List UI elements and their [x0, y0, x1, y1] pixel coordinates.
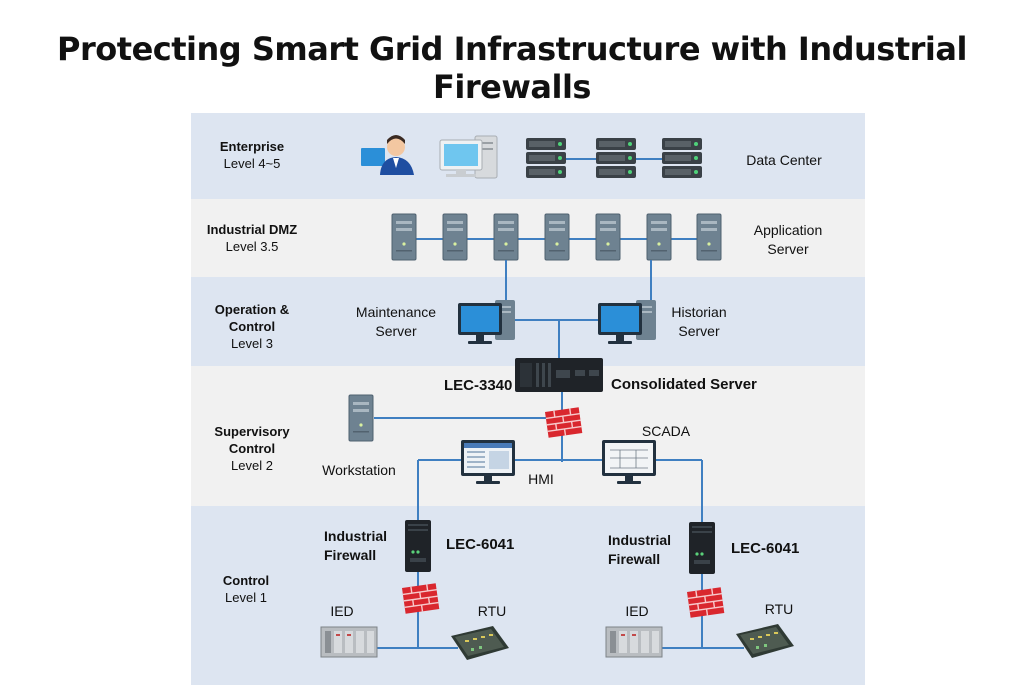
supervisory-firewall-icon: [544, 406, 583, 439]
level-name: Enterprise: [219, 139, 285, 154]
hmi-label: HMI: [528, 471, 554, 487]
ied-left-icon: [320, 626, 378, 658]
lec-6041-left-device: [405, 520, 431, 572]
label-line: Server: [678, 323, 720, 339]
workstation-label: Workstation: [322, 462, 396, 478]
control-firewall-left-icon: [401, 582, 440, 615]
level-number: Level 3.5: [225, 239, 279, 254]
level-name: Operation &: [214, 302, 290, 317]
ied-right-icon: [605, 626, 663, 658]
consolidated-server-label: Consolidated Server: [611, 376, 757, 393]
industrial-firewall-right-label: Industrial Firewall: [608, 531, 671, 569]
control-firewall-right-icon: [686, 586, 725, 619]
maintenance-server-label: Maintenance Server: [346, 303, 446, 341]
label-line: Firewall: [608, 551, 661, 567]
lec-6041-left-label: LEC-6041: [446, 536, 515, 553]
level-name: Control: [228, 441, 276, 456]
historian-server-icon: [598, 300, 656, 344]
ied-left-label: IED: [330, 603, 354, 619]
application-servers: [391, 213, 722, 261]
data-center-servers: [526, 138, 702, 178]
rtu-right-icon: [736, 624, 794, 658]
rtu-right-label: RTU: [764, 601, 794, 617]
level-control-label: Control Level 1: [196, 572, 296, 606]
level-name: Control: [222, 573, 270, 588]
band-operation-control: [191, 277, 865, 366]
level-name: Supervisory: [214, 424, 290, 439]
level-number: Level 2: [231, 458, 273, 473]
data-center-label: Data Center: [746, 152, 822, 168]
level-operation-label: Operation & Control Level 3: [196, 301, 308, 352]
desktop-pc-icon: [439, 135, 498, 179]
label-line: Firewall: [324, 547, 377, 563]
ied-right-label: IED: [625, 603, 649, 619]
label-line: Application: [753, 222, 823, 238]
operation-links: [505, 260, 652, 360]
label-line: Server: [767, 241, 809, 257]
label-line: Maintenance: [355, 304, 437, 320]
level-number: Level 1: [225, 590, 267, 605]
historian-server-label: Historian Server: [662, 303, 736, 341]
page-title: Protecting Smart Grid Infrastructure wit…: [57, 30, 967, 106]
maintenance-server-icon: [458, 300, 515, 344]
level-dmz-label: Industrial DMZ Level 3.5: [196, 221, 308, 255]
label-line: Industrial: [324, 528, 388, 544]
lec-6041-right-device: [689, 522, 715, 574]
level-supervisory-label: Supervisory Control Level 2: [196, 423, 308, 474]
label-line: Historian: [671, 304, 727, 320]
scada-monitor-icon: [602, 440, 656, 484]
industrial-firewall-left-label: Industrial Firewall: [324, 527, 387, 565]
rtu-left-icon: [451, 626, 509, 660]
person-icon: [361, 135, 414, 175]
lec-3340-label: LEC-3340: [444, 377, 513, 394]
workstation-icon: [348, 394, 374, 442]
label-line: Industrial: [608, 532, 672, 548]
level-number: Level 3: [231, 336, 273, 351]
level-enterprise-label: Enterprise Level 4~5: [196, 138, 308, 172]
rtu-left-label: RTU: [477, 603, 507, 619]
label-line: Server: [375, 323, 417, 339]
level-name: Control: [228, 319, 276, 334]
level-name: Industrial DMZ: [206, 222, 298, 237]
application-server-label: Application Server: [742, 221, 834, 259]
scada-label: SCADA: [641, 423, 691, 439]
lec-3340-device: [515, 358, 603, 392]
hmi-monitor-icon: [461, 440, 515, 484]
level-number: Level 4~5: [223, 156, 281, 171]
lec-6041-right-label: LEC-6041: [731, 540, 800, 557]
